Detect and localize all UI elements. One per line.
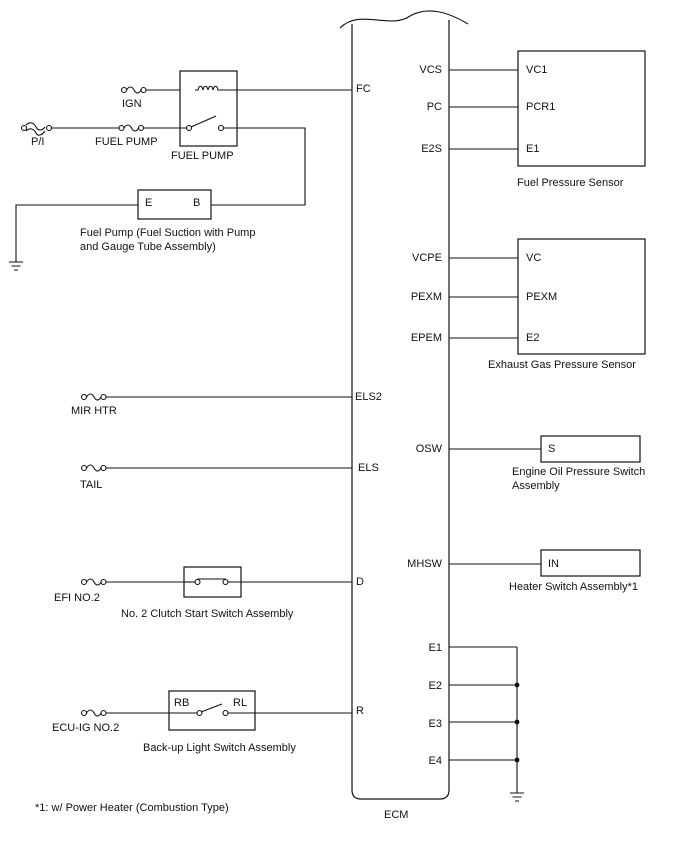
clutch-switch-name: No. 2 Clutch Start Switch Assembly [121, 608, 294, 620]
efi-no2-label: EFI NO.2 [54, 592, 100, 604]
pi-fuse-icon [20, 122, 53, 136]
ecm-pin-r: R [356, 705, 364, 717]
ecm-pin-vcs: VCS [419, 64, 442, 76]
heater-switch-name: Heater Switch Assembly*1 [509, 581, 638, 593]
ecm-pin-e2: E2 [429, 680, 442, 692]
fps-pin-vc1: VC1 [526, 64, 547, 76]
egps-pin-pexm: PEXM [526, 291, 557, 303]
ecm-pin-e3: E3 [429, 718, 442, 730]
fuel-pump-relay-box [179, 70, 238, 147]
fuel-pump-fuse-icon [118, 124, 145, 132]
footnote: *1: w/ Power Heater (Combustion Type) [35, 802, 229, 814]
ecm-pin-mhsw: MHSW [407, 558, 442, 570]
ecm-pin-pc: PC [427, 101, 442, 113]
relay-name: FUEL PUMP [171, 150, 234, 162]
ecm-pin-pexm: PEXM [411, 291, 442, 303]
fuel-pressure-sensor-box [517, 50, 646, 167]
ecm-pin-epem: EPEM [411, 332, 442, 344]
ecm-pin-vcpe: VCPE [412, 252, 442, 264]
fuel-pump-box [137, 189, 212, 220]
fuel-pump-name-line1: Fuel Pump (Fuel Suction with Pump [80, 227, 255, 239]
ecu-ig-no2-fuse-icon [80, 709, 107, 717]
relay-switch-blade [190, 115, 217, 128]
fuel-pump-pin-e: E [145, 197, 152, 209]
ecm-pin-e4: E4 [429, 755, 442, 767]
pi-label: P/I [31, 136, 44, 148]
backup-switch-name: Back-up Light Switch Assembly [143, 742, 296, 754]
mir-htr-label: MIR HTR [71, 405, 117, 417]
ground-icon-ecm [510, 792, 524, 802]
ecm-pin-els2: ELS2 [355, 391, 382, 403]
egps-name: Exhaust Gas Pressure Sensor [488, 359, 636, 371]
relay-contact-left [185, 124, 193, 132]
oil-pressure-switch-box [540, 435, 641, 463]
heater-switch-box [540, 549, 641, 577]
fuel-pump-fuse-label: FUEL PUMP [95, 136, 158, 148]
ecm-pin-e2s: E2S [421, 143, 442, 155]
fps-pin-pcr1: PCR1 [526, 101, 555, 113]
ecm-pin-e1: E1 [429, 642, 442, 654]
heater-switch-pin-in: IN [548, 558, 559, 570]
tail-label: TAIL [80, 479, 102, 491]
fps-name: Fuel Pressure Sensor [517, 177, 624, 189]
ecm-pin-d: D [356, 576, 364, 588]
fuel-pump-pin-b: B [193, 197, 200, 209]
oil-switch-name-line1: Engine Oil Pressure Switch [512, 466, 645, 478]
fps-pin-e1: E1 [526, 143, 539, 155]
ecu-ig-no2-label: ECU-IG NO.2 [52, 722, 119, 734]
relay-coil-icon [195, 85, 222, 91]
ign-label: IGN [122, 98, 142, 110]
ecm-pin-osw: OSW [416, 443, 443, 455]
ground-icon-fuel-pump [9, 261, 23, 271]
ecm-label: ECM [384, 809, 408, 821]
egps-pin-e2: E2 [526, 332, 539, 344]
exhaust-gas-pressure-sensor-box [517, 238, 646, 355]
backup-switch-pin-rl: RL [233, 697, 247, 709]
fuel-pump-name-line2: and Gauge Tube Assembly) [80, 241, 216, 253]
egps-pin-vc: VC [526, 252, 541, 264]
efi-no2-fuse-icon [80, 578, 107, 586]
backup-switch-blade [200, 703, 223, 713]
backup-light-switch-box [168, 690, 256, 731]
oil-switch-pin-s: S [548, 443, 555, 455]
backup-switch-pin-rb: RB [174, 697, 189, 709]
ecm-pin-fc: FC [356, 83, 371, 95]
ecm-pin-els: ELS [358, 462, 379, 474]
tail-fuse-icon [80, 464, 107, 472]
mir-htr-fuse-icon [80, 393, 107, 401]
oil-switch-name-line2: Assembly [512, 480, 560, 492]
ign-fuse-icon [120, 86, 147, 94]
ecm-unit: ECM [339, 10, 469, 821]
